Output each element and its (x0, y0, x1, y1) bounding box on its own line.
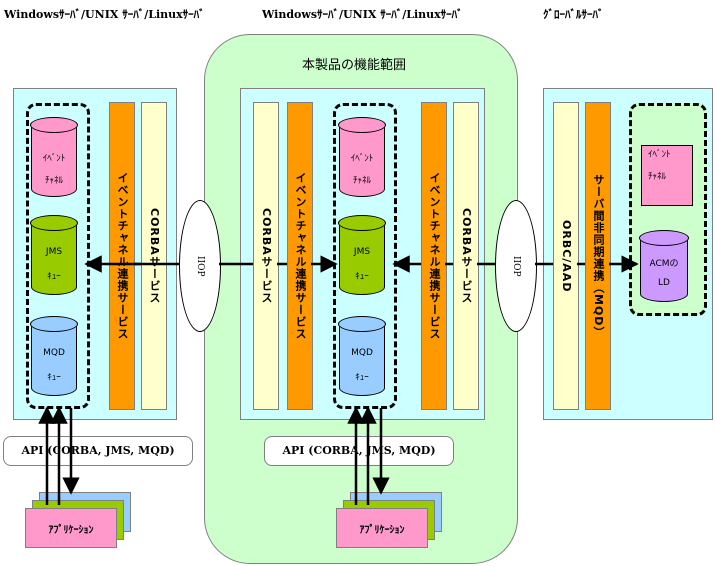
async-link-label: サーバ間非同期連携（MQD） (592, 173, 605, 339)
left-mqd-label-1: MQD (43, 348, 65, 358)
center-event-link-service-label-left: イベントチャネル連携サービス (294, 172, 307, 340)
left-mqd-queue: MQD ｷｭｰ (30, 316, 78, 396)
center-event-link-service-bar-left: イベントチャネル連携サービス (287, 102, 313, 410)
center-event-channel-label-2: ﾁｬﾈﾙ (352, 176, 371, 186)
orbc-aad-label: ORBC/AAD (560, 219, 573, 293)
left-server-header: Windowsｻｰﾊﾞ/UNIX ｻｰﾊﾞ/Linuxｻｰﾊﾞ (4, 8, 205, 21)
left-jms-queue: JMS ｷｭｰ (30, 215, 78, 295)
left-application-card: ｱﾌﾟﾘｹｰｼｮﾝ (25, 508, 117, 548)
global-event-channel-label-2: ﾁｬﾈﾙ (648, 172, 667, 182)
left-event-channel-queue: ｲﾍﾞﾝﾄ ﾁｬﾈﾙ (30, 117, 78, 197)
center-event-channel-queue: ｲﾍﾞﾝﾄ ﾁｬﾈﾙ (338, 117, 386, 197)
center-event-link-service-bar-right: イベントチャネル連携サービス (421, 102, 447, 410)
left-event-channel-label-1: ｲﾍﾞﾝﾄ (42, 154, 66, 164)
async-link-bar: サーバ間非同期連携（MQD） (585, 102, 611, 410)
global-event-channel-box: ｲﾍﾞﾝﾄ ﾁｬﾈﾙ (641, 145, 693, 206)
global-acm-ld-label-2: LD (658, 278, 670, 288)
left-event-link-service-label: イベントチャネル連携サービス (116, 172, 129, 340)
left-event-channel-label-2: ﾁｬﾈﾙ (44, 176, 63, 186)
center-corba-service-label-left: CORBAサービス (260, 208, 273, 304)
center-event-link-service-label-right: イベントチャネル連携サービス (428, 172, 441, 340)
center-jms-label-1: JMS (353, 247, 371, 257)
product-scope-title: 本製品の機能範囲 (302, 58, 407, 73)
left-corba-service-label: CORBAサービス (148, 208, 161, 304)
global-acm-ld-store: ACMの LD (639, 230, 689, 302)
center-event-channel-label-1: ｲﾍﾞﾝﾄ (350, 154, 374, 164)
global-server-header: ｸﾞﾛｰﾊﾞﾙｻｰﾊﾞ (543, 8, 604, 21)
global-acm-ld-label-1: ACMの (649, 259, 679, 269)
center-mqd-label-2: ｷｭｰ (355, 373, 369, 383)
left-corba-service-bar: CORBAサービス (141, 102, 167, 410)
left-iiop-ellipse: IIOP (179, 200, 221, 332)
left-mqd-label-2: ｷｭｰ (47, 373, 61, 383)
left-event-link-service-bar: イベントチャネル連携サービス (109, 102, 135, 410)
left-iiop-label: IIOP (195, 255, 205, 277)
left-jms-label-2: ｷｭｰ (47, 272, 61, 282)
center-corba-service-bar-right: CORBAサービス (453, 102, 479, 410)
global-event-channel-label-1: ｲﾍﾞﾝﾄ (648, 150, 671, 160)
right-iiop-label: IIOP (511, 255, 521, 277)
center-mqd-queue: MQD ｷｭｰ (338, 316, 386, 396)
center-server-header: Windowsｻｰﾊﾞ/UNIX ｻｰﾊﾞ/Linuxｻｰﾊﾞ (262, 8, 463, 21)
left-api-box: API (CORBA, JMS, MQD) (3, 436, 193, 466)
center-application-card: ｱﾌﾟﾘｹｰｼｮﾝ (336, 508, 428, 548)
center-application-label: ｱﾌﾟﾘｹｰｼｮﾝ (359, 524, 405, 536)
center-mqd-label-1: MQD (351, 348, 373, 358)
center-corba-service-label-right: CORBAサービス (460, 208, 473, 304)
left-application-label: ｱﾌﾟﾘｹｰｼｮﾝ (48, 524, 94, 536)
center-jms-label-2: ｷｭｰ (355, 272, 369, 282)
left-jms-label-1: JMS (45, 247, 63, 257)
orbc-aad-bar: ORBC/AAD (553, 102, 579, 410)
center-jms-queue: JMS ｷｭｰ (338, 215, 386, 295)
right-iiop-ellipse: IIOP (495, 200, 537, 332)
center-api-box: API (CORBA, JMS, MQD) (264, 436, 454, 466)
center-corba-service-bar-left: CORBAサービス (253, 102, 279, 410)
